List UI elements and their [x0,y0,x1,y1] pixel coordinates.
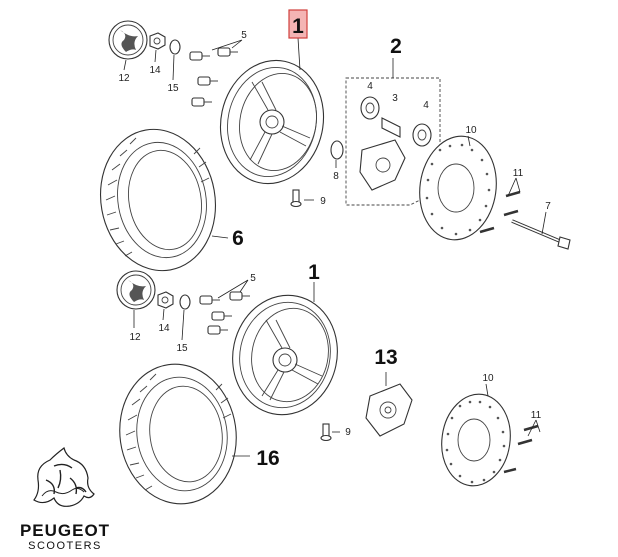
callout-3-upper: 3 [392,93,398,104]
washer-upper [330,140,344,160]
callout-12-upper: 12 [118,73,130,84]
cap-upper [108,20,148,60]
axle-upper [511,219,571,250]
disc-bolts-lower [503,424,539,474]
lower-assembly [116,270,541,505]
callout-9-upper: 9 [320,196,326,207]
callout-7-upper: 7 [545,201,551,212]
brake-disc-lower [441,393,511,487]
valve-upper [290,189,302,208]
tire-lower [119,363,237,505]
callout-5-upper: 5 [241,30,247,41]
brand-block: PEUGEOT SCOOTERS [0,522,130,553]
peugeot-lion-logo [33,446,95,507]
upper-assembly [99,9,571,272]
cone-upper [169,39,181,55]
callout-9-lower: 9 [345,427,351,438]
brand-subtitle: SCOOTERS [28,540,102,552]
wheel-rim-lower [232,294,338,416]
callout-1-lower: 1 [308,261,320,284]
bolts-upper [189,47,238,107]
callout-16-lower: 16 [256,447,279,470]
callout-15-upper: 15 [167,83,179,94]
nut-upper [149,32,166,50]
callout-4a-upper: 4 [367,81,373,92]
brake-disc-upper [419,135,497,241]
callout-12-lower: 12 [129,332,141,343]
hub-lower [365,372,413,437]
callout-15-lower: 15 [176,343,188,354]
callout-1-upper: 1 [292,15,304,38]
callout-11-upper: 11 [513,168,524,179]
cone-lower [179,294,191,310]
nut-lower [157,291,174,309]
callout-5-lower: 5 [250,273,256,284]
bolts-lower [199,291,250,335]
brand-name: PEUGEOT [19,521,111,540]
callout-4b-upper: 4 [423,100,429,111]
callout-13-lower: 13 [374,346,397,369]
callout-10-upper: 10 [465,125,477,136]
callout-8-upper: 8 [333,171,339,182]
callout-10-lower: 10 [482,373,494,384]
valve-lower [320,423,332,442]
wheel-rim-upper [219,59,325,185]
callout-2-upper: 2 [390,35,402,58]
callout-14-upper: 14 [149,65,161,76]
tire-upper [99,128,217,272]
callout-6-upper: 6 [232,227,244,250]
callout-11-lower: 11 [531,410,542,421]
cap-lower [116,270,156,310]
callout-14-lower: 14 [158,323,170,334]
